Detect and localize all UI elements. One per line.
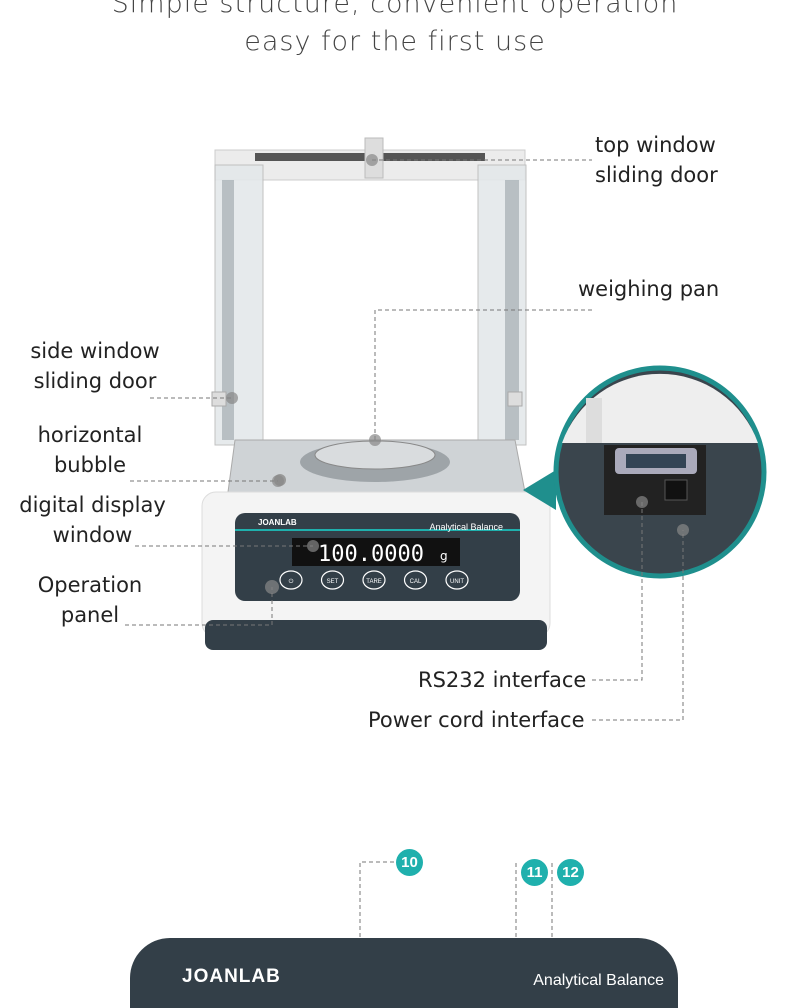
panel-button-3[interactable] [403, 570, 428, 590]
panel-brand: JOANLAB [258, 518, 297, 527]
panel-button-label: ⏻ [289, 578, 294, 585]
callout-12: 12 [557, 859, 584, 886]
panel-button-label: TARE [366, 579, 382, 585]
lcd-reading: 100.0000 [318, 542, 424, 567]
label-rs232: RS232 interface [418, 668, 587, 692]
panel-button-4[interactable] [445, 570, 469, 590]
panel-closeup: JOANLAB Analytical Balance [130, 938, 678, 1008]
panel-button-0[interactable] [279, 570, 303, 590]
lcd-window [292, 538, 460, 566]
panel-button-1[interactable] [320, 570, 345, 590]
lcd-unit: g [440, 549, 448, 563]
panel-button-label: CAL [410, 579, 422, 585]
panel-button-2[interactable] [362, 570, 386, 590]
callout-11: 11 [521, 859, 548, 886]
title-line-1: Simple structure, convenient operation [111, 0, 679, 19]
panel-button-label: SET [327, 579, 339, 585]
title-line-2: easy for the first use [244, 26, 546, 57]
model-name: Analytical Balance [533, 972, 664, 989]
label-power: Power cord interface [368, 708, 585, 732]
panel-button-label: UNIT [450, 579, 464, 585]
panel-model: Analytical Balance [429, 522, 503, 532]
callout-10: 10 [396, 849, 423, 876]
power-port [664, 479, 688, 501]
label-weighing-pan: weighing pan [578, 277, 720, 301]
brand-logo: JOANLAB [182, 966, 281, 987]
